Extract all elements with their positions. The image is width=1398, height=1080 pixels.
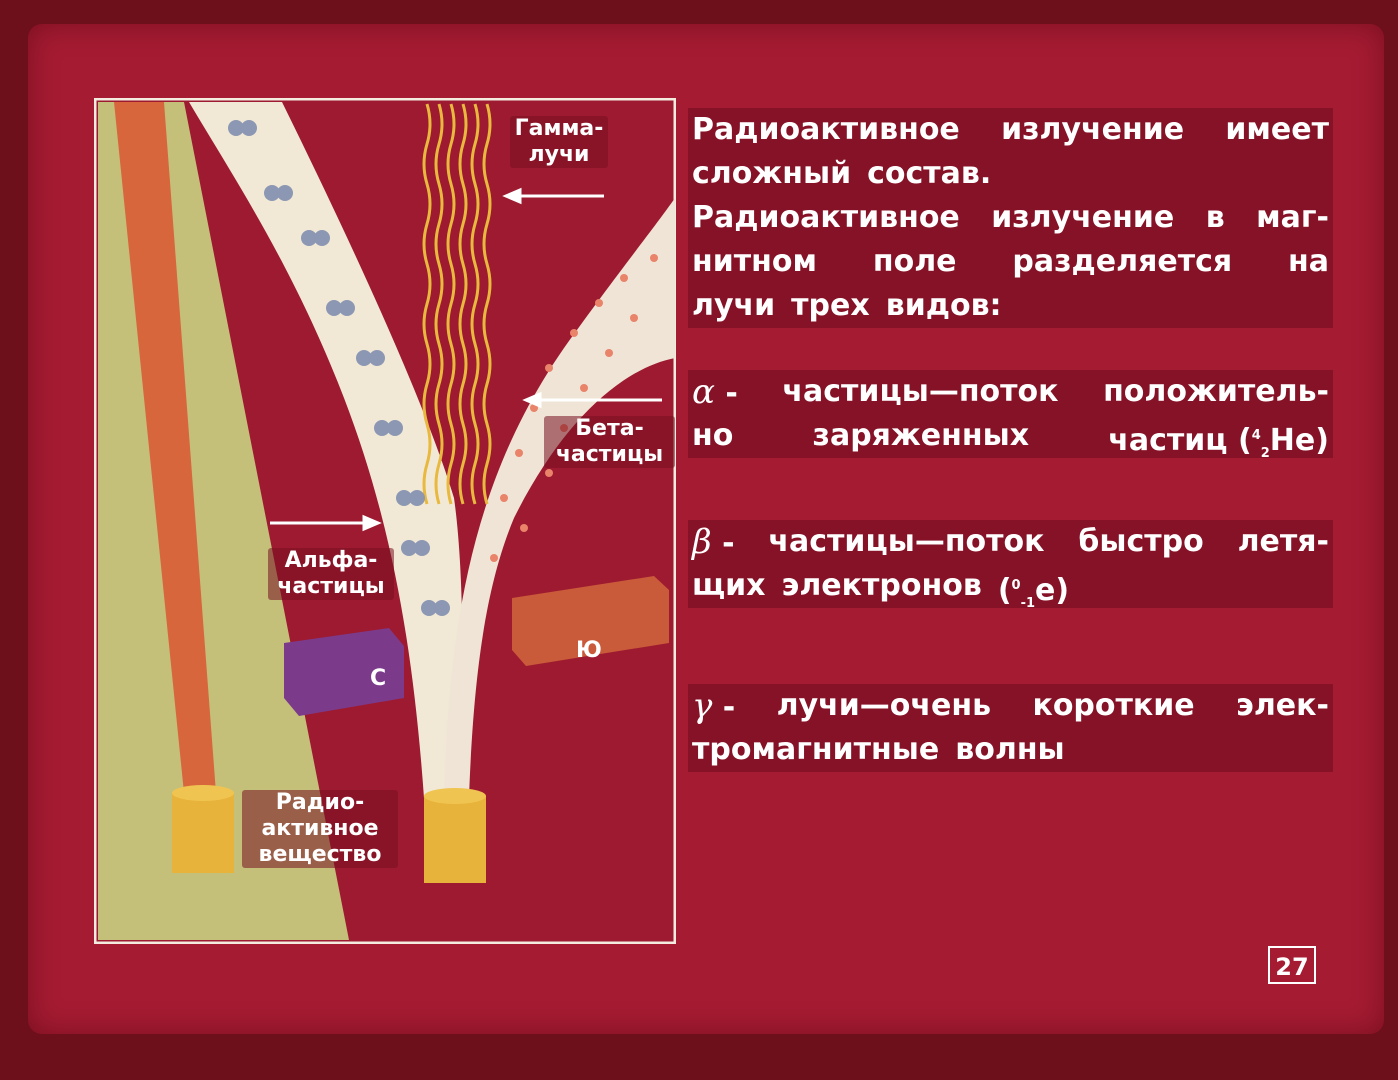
intro-line: лучи трех видов: [688, 284, 1333, 328]
intro-line: нитном поле разделяется на [688, 240, 1333, 284]
gamma-symbol: γ [692, 686, 713, 726]
word: имеет [1225, 112, 1329, 147]
intro-paragraph: Радиоактивное излучение имеет сложный со… [688, 108, 1333, 328]
word: маг- [1256, 200, 1329, 235]
atomic-number: 2 [1260, 446, 1270, 461]
word: щих [692, 568, 766, 603]
word: излучение [991, 200, 1175, 235]
magnet-south-north [284, 576, 669, 716]
alpha-particles-label: Альфа- частицы [268, 548, 394, 600]
word: частицы—поток [782, 374, 1059, 409]
word: заряженных [812, 418, 1030, 453]
word: летя- [1237, 524, 1329, 559]
paren-open: ( [997, 573, 1012, 608]
word: нитном [692, 244, 817, 279]
word: волны [955, 732, 1065, 767]
word: лучи—очень [776, 688, 992, 723]
beta-particles [490, 254, 658, 562]
magnet-left-letter: С [370, 666, 387, 691]
light-beam [114, 102, 216, 793]
gamma-rays-label: Гамма- лучи [510, 116, 608, 168]
word: короткие [1032, 688, 1195, 723]
mass-number: 4 [1251, 428, 1261, 443]
alpha-symbol: α [692, 372, 715, 412]
intro-line: Радиоактивное излучение имеет [688, 108, 1333, 152]
paren-open: ( [1237, 423, 1252, 458]
electron-notation: (0 -1e) [997, 564, 1070, 611]
word: - [722, 526, 735, 561]
alpha-particles [228, 120, 450, 616]
word: положитель- [1103, 374, 1329, 409]
word: тромагнитные [692, 732, 940, 767]
beta-line: щих электронов (0 -1e) [688, 564, 1333, 611]
beta-particles-label: Бета- частицы [544, 416, 675, 468]
beta-line: β - частицы—поток быстро летя- [688, 520, 1333, 564]
arrows [270, 187, 662, 532]
diagram-drawing [94, 98, 676, 944]
page-number: 27 [1268, 946, 1316, 984]
gamma-line: γ - лучи—очень короткие элек- [688, 684, 1333, 728]
word: разделяется [1012, 244, 1233, 279]
word: видов: [885, 288, 1002, 323]
charge-top: 0 [1011, 578, 1021, 593]
alpha-line: α - частицы—поток положитель- [688, 370, 1333, 414]
word: поле [872, 244, 957, 279]
paren-close: ) [1315, 423, 1329, 458]
word: состав. [867, 156, 992, 191]
word: излучение [1001, 112, 1185, 147]
word: Радиоактивное [692, 112, 960, 147]
word: сложный [692, 156, 852, 191]
word: элек- [1236, 688, 1329, 723]
element-symbol: He [1269, 423, 1316, 458]
helium-nucleus-notation: (4 2He) [1237, 423, 1329, 461]
gamma-paragraph: γ - лучи—очень короткие элек- тромагнитн… [688, 684, 1333, 772]
word: лучи [692, 288, 776, 323]
magnet-right-letter: Ю [576, 638, 602, 663]
word: частицы—поток [768, 524, 1045, 559]
alpha-paragraph: α - частицы—поток положитель- но заряжен… [688, 370, 1333, 461]
alpha-line: но заряженных частиц (4 2He) [688, 414, 1333, 461]
beta-stream [444, 198, 675, 798]
radioactive-substance-label: Радио- активное вещество [242, 790, 398, 868]
word: электронов [781, 568, 982, 603]
source-cups [172, 785, 486, 883]
word: - [725, 376, 738, 411]
word: Радиоактивное [692, 200, 960, 235]
beta-symbol: β [692, 522, 712, 562]
gamma-rays [422, 103, 492, 505]
intro-line: сложный состав. [688, 152, 1333, 196]
gamma-line: тромагнитные волны [688, 728, 1333, 772]
word: быстро [1078, 524, 1204, 559]
word: на [1288, 244, 1329, 279]
word: в [1205, 200, 1225, 235]
element-symbol: e [1035, 573, 1056, 608]
word: трех [791, 288, 870, 323]
word: но [692, 418, 734, 453]
word: частиц [1108, 423, 1228, 458]
word: - [722, 690, 736, 725]
intro-line: Радиоактивное излучение в маг- [688, 196, 1333, 240]
radiation-diagram: Гамма- лучи Бета- частицы Альфа- частицы… [94, 98, 676, 944]
beta-paragraph: β - частицы—поток быстро летя- щих элект… [688, 520, 1333, 611]
charge-bottom: -1 [1020, 596, 1036, 611]
paren-close: ) [1055, 573, 1070, 608]
